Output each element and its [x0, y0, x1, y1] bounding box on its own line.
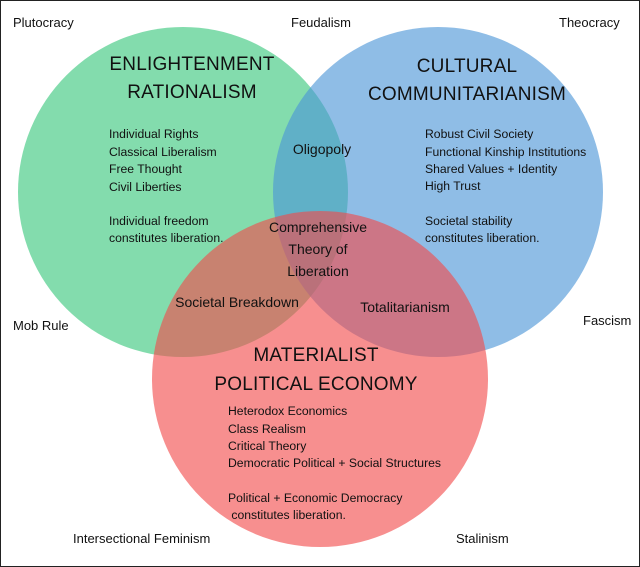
corner-label-plutocracy: Plutocracy: [13, 15, 74, 30]
materialist-item: Class Realism: [228, 422, 306, 436]
enlightenment-item: Civil Liberties: [109, 180, 181, 194]
center-label-line-2: Theory of: [288, 241, 347, 257]
overlap-label-societal-breakdown: Societal Breakdown: [175, 294, 299, 310]
materialist-item: Critical Theory: [228, 439, 307, 453]
enlightenment-item: Free Thought: [109, 162, 183, 176]
enlightenment-liberation-line-2: constitutes liberation.: [109, 231, 224, 245]
materialist-item: Heterodox Economics: [228, 404, 347, 418]
materialist-item: Democratic Political + Social Structures: [228, 456, 441, 470]
cultural-item: Shared Values + Identity: [425, 162, 558, 176]
cultural-liberation-line-1: Societal stability: [425, 214, 513, 228]
circle-materialist-political-economy: [152, 211, 488, 547]
cultural-liberation-line-2: constitutes liberation.: [425, 231, 540, 245]
enlightenment-title-line-2: RATIONALISM: [127, 82, 257, 103]
overlap-label-oligopoly: Oligopoly: [293, 141, 351, 157]
center-label-line-1: Comprehensive: [269, 219, 367, 235]
corner-label-fascism: Fascism: [583, 313, 631, 328]
corner-label-intersectional-feminism: Intersectional Feminism: [73, 531, 210, 546]
corner-label-theocracy: Theocracy: [559, 15, 620, 30]
cultural-item: Functional Kinship Institutions: [425, 145, 586, 159]
corner-label-mob-rule: Mob Rule: [13, 318, 69, 333]
cultural-item: Robust Civil Society: [425, 127, 534, 141]
materialist-liberation-line-1: Political + Economic Democracy: [228, 491, 403, 505]
enlightenment-item: Individual Rights: [109, 127, 198, 141]
cultural-title-line-2: COMMUNITARIANISM: [368, 84, 566, 105]
materialist-title-line-1: MATERIALIST: [253, 345, 379, 366]
materialist-liberation-line-2: constitutes liberation.: [228, 508, 346, 522]
corner-label-stalinism: Stalinism: [456, 531, 509, 546]
enlightenment-liberation-line-1: Individual freedom: [109, 214, 209, 228]
corner-label-feudalism: Feudalism: [291, 15, 351, 30]
overlap-label-totalitarianism: Totalitarianism: [360, 299, 449, 315]
cultural-item: High Trust: [425, 179, 481, 193]
center-label-line-3: Liberation: [287, 263, 349, 279]
cultural-title-line-1: CULTURAL: [417, 56, 518, 77]
enlightenment-item: Classical Liberalism: [109, 145, 217, 159]
enlightenment-title-line-1: ENLIGHTENMENT: [109, 54, 274, 75]
materialist-title-line-2: POLITICAL ECONOMY: [214, 374, 417, 395]
